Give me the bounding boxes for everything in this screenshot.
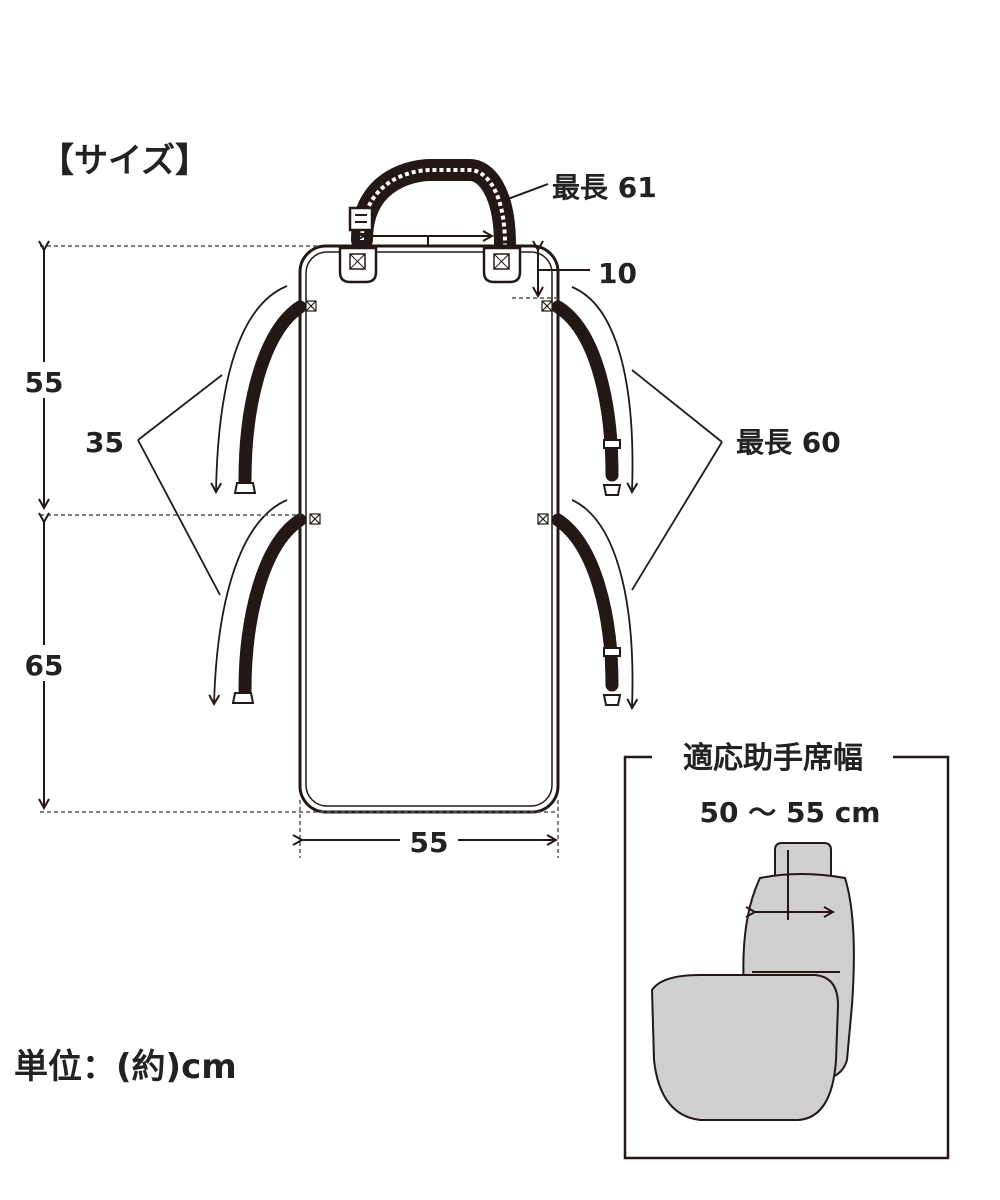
right-leader-lower [631,441,723,591]
cover-body [298,244,560,814]
right-lower-strap-arrow [571,499,633,708]
left-upper-strap-arrow [216,285,288,492]
seat-width-box: 適応助手席幅 50 ～ 55 cm [623,741,950,1160]
seat-width-range: 50 ～ 55 cm [700,796,881,829]
body-width-label: 55 [410,826,449,859]
left-strap-label: 35 [85,426,124,459]
left-leader-upper [137,374,223,441]
heading: 【サイズ】 [40,141,209,181]
attachment-points [305,300,553,525]
seat-icon [650,842,855,1121]
right-strap-upper [551,300,622,496]
lower-height-label: 65 [25,649,64,682]
left-strap-lower [231,513,307,704]
handle-length-label: 最長 61 [552,171,657,204]
right-strap-lower [551,513,622,706]
handle [348,159,516,256]
right-leader-upper [631,369,723,443]
handle-tab-left [338,246,378,284]
right-strap-label: 最長 60 [736,426,841,459]
seat-box-title: 適応助手席幅 [683,741,863,776]
handle-buckle [348,206,374,232]
upper-height-label: 55 [25,366,64,399]
left-leader-lower [137,439,221,596]
left-strap-upper [233,300,307,494]
tab-height-label: 10 [598,257,637,290]
handle-leader-line [504,183,549,201]
unit-note: 単位：(約)cm [14,1047,237,1087]
right-upper-strap-arrow [571,286,633,492]
left-lower-strap-arrow [214,499,288,704]
handle-tab-right [482,246,522,284]
